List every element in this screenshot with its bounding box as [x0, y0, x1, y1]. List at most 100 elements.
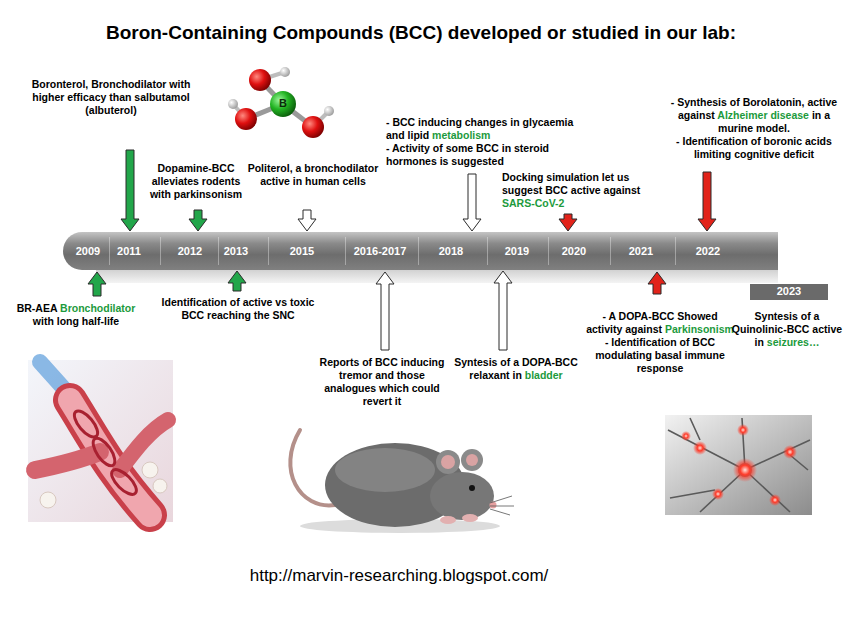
event-note: - Synthesis of Borolatonin, active again…	[664, 96, 844, 135]
timeline-band: 2009 2011 2012 2013 2015 2016-2017 2018 2019 202…	[63, 232, 778, 270]
segment-divider	[610, 237, 611, 265]
diagram-title: Boron-Containing Compounds (BCC) develop…	[0, 22, 842, 45]
year-label: 2016-2017	[354, 245, 407, 258]
event-note: Reports of BCC inducing tremor and those…	[312, 356, 452, 408]
event-note: - A DOPA-BCC Showed activity against Par…	[585, 310, 735, 336]
boric-acid-molecule	[228, 67, 334, 138]
year-label: 2011	[117, 245, 141, 258]
segment-divider	[418, 237, 419, 265]
event-note: Dopamine-BCC alleviates rodents with par…	[140, 162, 252, 201]
segment-divider	[268, 237, 269, 265]
synapse-glow	[737, 424, 749, 436]
alveolus	[142, 462, 158, 478]
rat-head	[430, 472, 494, 520]
event-note: - Identification of boronic acids limiti…	[664, 135, 844, 161]
red-arrow	[698, 172, 716, 231]
synapse-glow	[733, 458, 757, 482]
synapse-glow	[783, 445, 797, 459]
neurons-illustration	[665, 415, 812, 515]
green-arrow	[88, 272, 106, 296]
year-label: 2019	[505, 245, 529, 258]
green-arrow	[121, 150, 139, 231]
segment-divider	[218, 237, 219, 265]
hydrogen-atom	[228, 99, 238, 109]
highlight-word: bladder	[525, 369, 563, 381]
year-label: 2018	[439, 245, 463, 258]
highlight-word: Alzheimer	[717, 109, 767, 121]
event-note: - Activity of some BCC in steroid hormon…	[386, 142, 586, 168]
cartilage-ring	[108, 466, 141, 499]
year-label: 2023	[777, 285, 801, 298]
rat-ear	[436, 450, 460, 474]
synapse-glow	[681, 431, 691, 441]
hydrogen-atom	[324, 106, 334, 116]
rat-whiskers	[490, 496, 514, 515]
rat-paw	[440, 516, 456, 524]
green-arrow	[189, 210, 207, 231]
rat-ear-inner	[466, 454, 478, 466]
highlight-word: Parkinsonism	[665, 323, 734, 335]
rat-ear	[461, 449, 483, 471]
synapse-glow	[693, 441, 707, 455]
event-note: - Identification of BCC modulating basal…	[585, 336, 735, 375]
alveolus	[153, 479, 167, 493]
highlight-word: metabolism	[432, 129, 490, 141]
boron-atom	[270, 91, 296, 117]
year-label: 2012	[178, 245, 202, 258]
hydrogen-atom	[280, 67, 290, 77]
segment-divider	[160, 237, 161, 265]
highlight-word: SARS-CoV-2	[502, 197, 564, 209]
white-arrow	[494, 271, 512, 350]
bronchi-illustration	[28, 360, 173, 522]
white-arrow	[376, 272, 394, 350]
year-label: 2020	[562, 245, 586, 258]
highlight-word: disease	[770, 109, 809, 121]
synapse-glow	[712, 488, 724, 500]
segment-divider	[109, 237, 110, 265]
segment-divider	[675, 237, 676, 265]
segment-divider	[487, 237, 488, 265]
rat-paw	[462, 514, 478, 522]
event-note: Identification of active vs toxic BCC re…	[153, 296, 323, 322]
synapse-glow	[769, 494, 781, 506]
segment-divider	[345, 237, 346, 265]
highlight-word: Bronchodilator	[60, 302, 135, 314]
atom-symbol: B	[276, 97, 290, 111]
event-note: Politerol, a bronchodilator active in hu…	[246, 162, 380, 188]
white-arrow	[298, 210, 316, 231]
bronchi-background	[28, 360, 173, 522]
oxygen-atom	[249, 69, 271, 91]
year-label: 2021	[629, 245, 653, 258]
event-note: BR-AEA Bronchodilator with long half-lif…	[14, 302, 138, 328]
bronchus-branch	[120, 420, 168, 470]
segment-divider	[548, 237, 549, 265]
year-label: 2013	[224, 245, 248, 258]
rat-fur-highlight	[335, 448, 435, 492]
year-label: 2022	[696, 245, 720, 258]
year-label: 2015	[290, 245, 314, 258]
alveolus	[40, 492, 56, 508]
timeline-shadow	[96, 269, 778, 283]
event-note: - BCC inducing changes in glycaemia and …	[386, 116, 586, 142]
white-arrow	[463, 174, 481, 231]
rat-illustration	[290, 430, 514, 533]
red-arrow	[559, 214, 577, 231]
bronchus-branch	[35, 452, 100, 470]
blog-url: http://marvin-researching.blogspot.com/	[0, 565, 798, 586]
event-note: Syntesis of a Quinolinic-BCC active in s…	[731, 310, 843, 349]
rat-ear-inner	[441, 455, 455, 469]
cartilage-ring	[70, 407, 101, 441]
cartilage-ring	[89, 435, 119, 469]
oxygen-atom	[302, 116, 324, 138]
event-note: Syntesis of a DOPA-BCC relaxant in bladd…	[443, 356, 589, 382]
year-box: 2023	[750, 284, 828, 300]
red-arrow	[648, 272, 666, 294]
oxygen-atom	[235, 108, 257, 130]
event-note: Docking simulation let us suggest BCC ac…	[502, 171, 664, 210]
green-arrow	[228, 271, 246, 291]
neurons-background	[665, 415, 812, 515]
rat-eye	[469, 485, 475, 491]
year-label: 2009	[76, 245, 100, 258]
neuron-dendrites	[668, 418, 810, 512]
